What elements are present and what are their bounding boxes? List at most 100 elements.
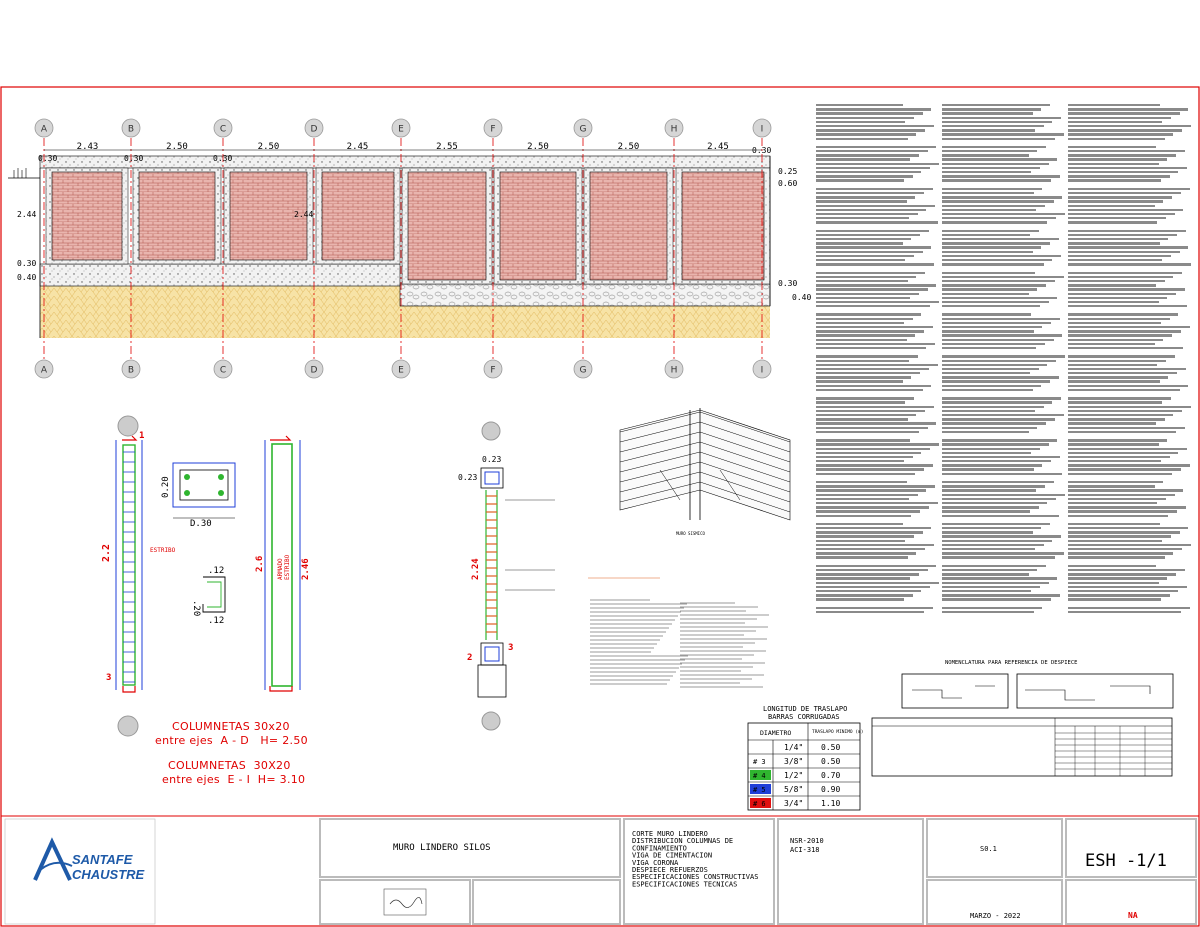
title-block	[1, 815, 1199, 925]
left-col-height: 2.2	[101, 544, 112, 562]
bar-number-1: # 3	[753, 758, 766, 766]
nomenclature-boxes	[871, 673, 1174, 777]
axis-bubble-b	[121, 118, 141, 138]
axis-bubble-a	[34, 359, 54, 379]
spec-notes-col-1	[816, 98, 940, 658]
bar-length-4: 1.10	[821, 799, 840, 808]
brick-panel-1	[51, 171, 123, 261]
bar-color-4	[750, 798, 771, 808]
contents-line-7: ESPECIFICACIONES CONSTRUCTIVAS	[632, 873, 758, 881]
bar-length-3: 0.90	[821, 785, 840, 794]
sheet-border	[0, 86, 1200, 927]
bar-color-2	[750, 770, 771, 780]
span-dim-1: 2.43	[77, 142, 99, 152]
mid-top-dim: 0.23	[482, 455, 501, 464]
spec-notes-col-3	[1068, 98, 1192, 658]
axis-bubble-d	[304, 118, 324, 138]
axis-bubble-a	[34, 118, 54, 138]
isometric-wall-detail	[619, 408, 791, 521]
bar-number-2: # 4	[753, 772, 766, 780]
span-dim-6: 2.50	[527, 142, 549, 152]
left-col-top-mark: 1	[139, 431, 144, 441]
axis-label-b: B	[128, 366, 134, 376]
span-dim-8: 2.45	[707, 142, 729, 152]
axis-label-i: I	[761, 366, 764, 376]
contents-line-8: ESPECIFICACIONES TECNICAS	[632, 880, 737, 888]
contents-line-2: DISTRIBUCION COLUMNAS DE	[632, 837, 733, 845]
axis-label-a: A	[41, 125, 48, 135]
contents-line-3: CONFINAMIENTO	[632, 844, 687, 852]
bar-length-0: 0.50	[821, 743, 840, 752]
contents-line-5: VIGA CORONA	[632, 859, 679, 867]
span-dim-4: 2.45	[347, 142, 369, 152]
stirrup-shape	[202, 576, 226, 613]
mid-mark-2: 2	[467, 653, 472, 663]
brick-panel-4	[321, 171, 395, 261]
level-right-top-1: 0.25	[778, 167, 797, 176]
level-right-top-2: 0.60	[778, 179, 797, 188]
axis-label-g: G	[580, 125, 587, 135]
mid-column-section	[477, 421, 555, 731]
span-dim-7: 2.50	[618, 142, 640, 152]
traslapo-title-1: LONGITUD DE TRASLAPO	[763, 705, 847, 713]
axis-label-e: E	[398, 125, 404, 135]
axis-bubble-e	[391, 359, 411, 379]
bar-diameter-4: 3/4"	[784, 799, 803, 808]
span-dim-3: 2.50	[258, 142, 280, 152]
bar-number-3: # 5	[753, 786, 766, 794]
span-dim-5: 2.55	[436, 142, 458, 152]
axis-bubble-f	[483, 359, 503, 379]
level-wall-mid: 2.44	[294, 210, 313, 219]
axis-bubble-i	[752, 118, 772, 138]
sheet-code: S0.1	[980, 845, 997, 853]
span-dim-2: 2.50	[166, 142, 188, 152]
scale: NA	[1128, 911, 1138, 920]
axis-label-c: C	[220, 125, 226, 135]
level-top-right: 0.30	[752, 146, 771, 155]
axis-bubble-d	[304, 359, 324, 379]
axis-bubble-c	[213, 118, 233, 138]
level-top-left: 0.30	[38, 154, 57, 163]
level-base-left-2: 0.40	[17, 273, 36, 282]
contents-line-1: CORTE MURO LINDERO	[632, 830, 708, 838]
norm-1: NSR-2010	[790, 837, 824, 845]
right-col-height-a: 2.6	[255, 556, 265, 572]
axis-label-d: D	[311, 125, 318, 135]
reinforcement-notes-area	[588, 577, 769, 688]
column-detail-left	[115, 415, 143, 737]
bar-number-4: # 6	[753, 800, 766, 808]
brick-panel-5	[407, 171, 487, 281]
bar-diameter-2: 1/2"	[784, 771, 803, 780]
axis-label-f: F	[490, 125, 495, 135]
bar-diameter-1: 3/8"	[784, 757, 803, 766]
foundation-beam-right	[399, 283, 771, 307]
axis-label-f: F	[490, 366, 495, 376]
axis-label-e: E	[398, 366, 404, 376]
logo-line1: SANTAFE	[72, 852, 133, 867]
column-detail-right	[264, 435, 301, 692]
axis-label-h: H	[671, 366, 678, 376]
date: MARZO - 2022	[970, 912, 1021, 920]
bar-diameter-0: 1/4"	[784, 743, 803, 752]
right-col-note-b: ESTRIBO	[284, 554, 291, 580]
spec-notes-col-2	[942, 98, 1066, 658]
brick-panel-2	[138, 171, 216, 261]
brick-panel-7	[589, 171, 668, 281]
columnetas-1-line2: entre ejes A - D H= 2.50	[155, 734, 308, 747]
section-dim-w: D.30	[190, 519, 212, 529]
foundation-beam	[39, 263, 401, 287]
axis-label-h: H	[671, 125, 678, 135]
axis-label-b: B	[128, 125, 134, 135]
brick-panel-6	[499, 171, 577, 281]
right-col-note-a: ARMADO	[277, 558, 284, 580]
nomenclature-title: NOMENCLATURA PARA REFERENCIA DE DESPIECE	[945, 660, 1077, 666]
section-dim-h: 0.20	[161, 476, 171, 498]
mid-mark-3: 3	[508, 643, 513, 653]
level-mid-a: 0.30	[124, 154, 143, 163]
mid-side-dim: 0.23	[458, 473, 477, 482]
stirrup-dim-2: .20	[191, 600, 201, 616]
level-wall-left: 2.44	[17, 210, 36, 219]
columnetas-2-line2: entre ejes E - I H= 3.10	[162, 773, 306, 786]
level-base-left-1: 0.30	[17, 259, 36, 268]
